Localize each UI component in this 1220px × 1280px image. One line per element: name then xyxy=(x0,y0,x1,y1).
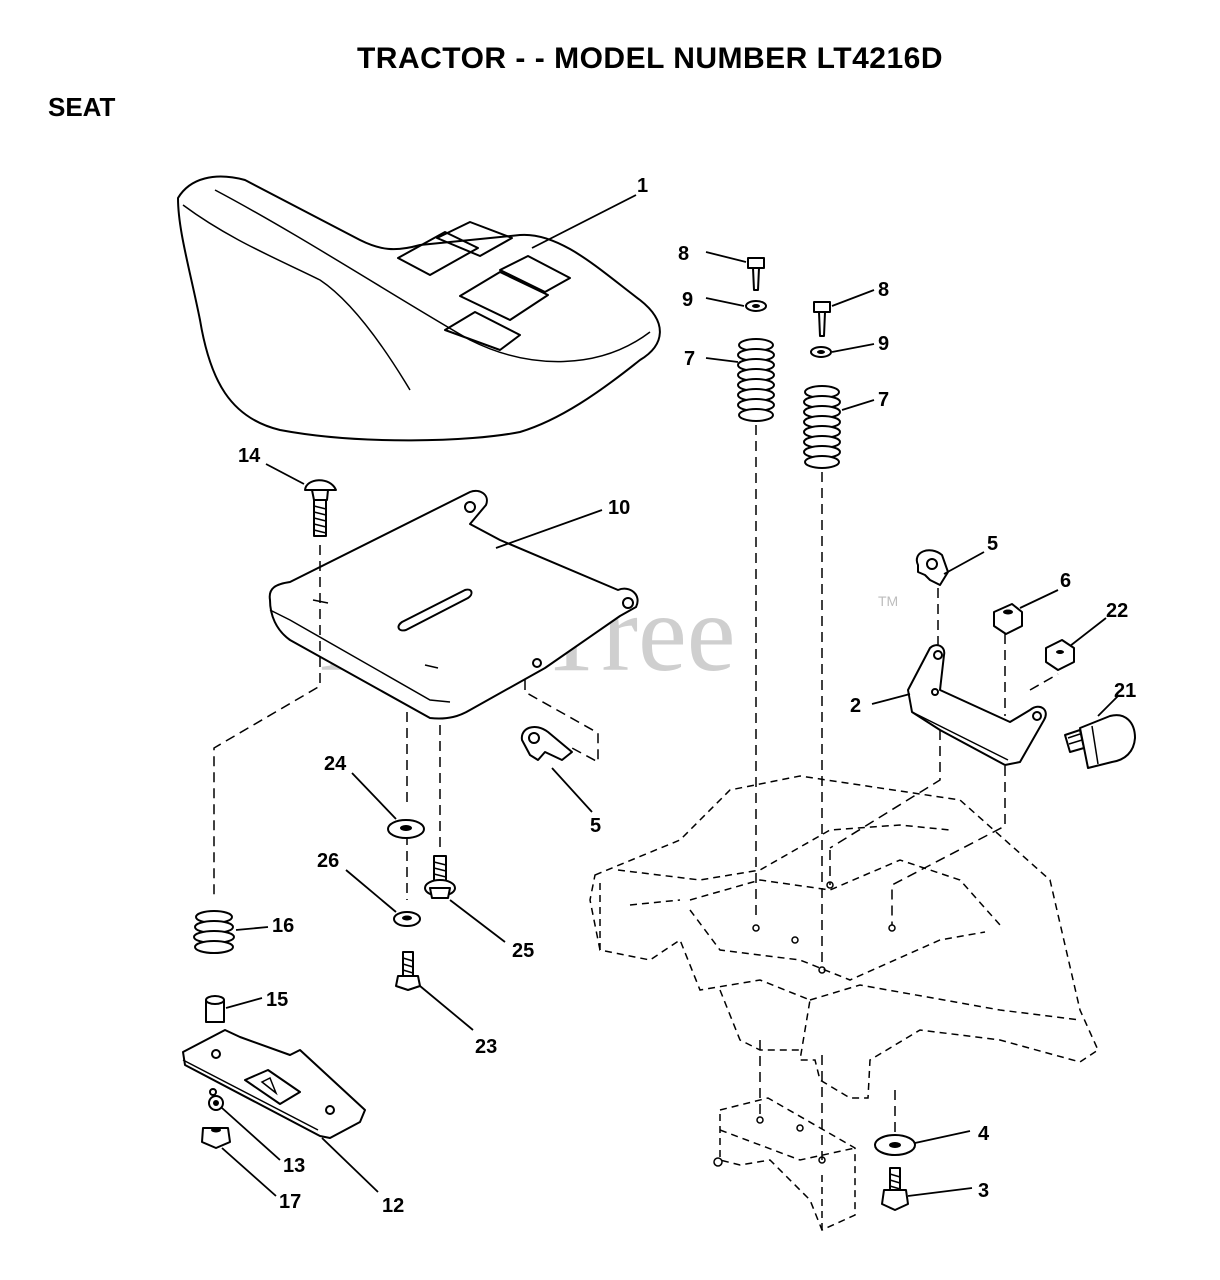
part-adjuster-plate-12[interactable] xyxy=(182,1029,366,1139)
callout-10[interactable]: 10 xyxy=(608,497,630,519)
part-spring-7-left[interactable] xyxy=(737,338,775,422)
part-washer-4[interactable] xyxy=(874,1134,916,1156)
part-lock-washer-26[interactable] xyxy=(393,911,421,927)
part-nut-22[interactable] xyxy=(1045,639,1075,671)
diagram-title: TRACTOR - - MODEL NUMBER LT4216D xyxy=(356,42,944,75)
callout-8-right[interactable]: 8 xyxy=(878,279,889,301)
part-washer-9-left[interactable] xyxy=(745,300,767,312)
part-shoulder-bolt-21[interactable] xyxy=(1064,714,1136,769)
part-spring-16[interactable] xyxy=(193,910,235,954)
callout-25[interactable]: 25 xyxy=(512,940,534,962)
part-clip-right[interactable] xyxy=(915,549,949,586)
part-seat[interactable] xyxy=(177,175,661,442)
callout-24[interactable]: 24 xyxy=(324,753,347,775)
section-label: SEAT xyxy=(48,92,116,122)
callout-17[interactable]: 17 xyxy=(279,1191,301,1213)
callout-12[interactable]: 12 xyxy=(382,1195,404,1217)
callout-8-left[interactable]: 8 xyxy=(678,243,689,265)
callout-4[interactable]: 4 xyxy=(978,1123,990,1145)
callout-7-right[interactable]: 7 xyxy=(878,389,889,411)
callout-22[interactable]: 22 xyxy=(1106,600,1128,622)
tractor-body-outline xyxy=(589,775,1099,1232)
part-bolt-8-left[interactable] xyxy=(747,257,765,291)
part-washer-24[interactable] xyxy=(387,819,425,839)
part-nut-6[interactable] xyxy=(993,603,1023,635)
callout-13[interactable]: 13 xyxy=(283,1155,305,1177)
callout-14[interactable]: 14 xyxy=(238,445,261,467)
callout-5-left[interactable]: 5 xyxy=(590,815,601,837)
part-pivot-bracket-2[interactable] xyxy=(907,644,1047,766)
part-bolt-8-right[interactable] xyxy=(813,301,831,337)
watermark-trademark: TM xyxy=(878,593,898,609)
callout-23[interactable]: 23 xyxy=(475,1036,497,1058)
part-nut-17[interactable] xyxy=(201,1127,231,1149)
callout-6[interactable]: 6 xyxy=(1060,570,1071,592)
part-shoulder-bolt-25[interactable] xyxy=(424,855,456,899)
callout-1[interactable]: 1 xyxy=(637,175,648,197)
callout-9-left[interactable]: 9 xyxy=(682,289,693,311)
callout-7-left[interactable]: 7 xyxy=(684,348,695,370)
part-bolt-13[interactable] xyxy=(208,1095,224,1111)
callout-16[interactable]: 16 xyxy=(272,915,294,937)
part-carriage-bolt[interactable] xyxy=(304,479,337,537)
part-spring-7-right[interactable] xyxy=(803,385,841,469)
callout-2[interactable]: 2 xyxy=(850,695,861,717)
callout-26[interactable]: 26 xyxy=(317,850,339,872)
part-hex-bolt-3[interactable] xyxy=(881,1167,909,1211)
callout-9-right[interactable]: 9 xyxy=(878,333,889,355)
callout-15[interactable]: 15 xyxy=(266,989,288,1011)
callout-5-right[interactable]: 5 xyxy=(987,533,998,555)
part-hex-bolt-23[interactable] xyxy=(395,951,421,991)
callout-21[interactable]: 21 xyxy=(1114,680,1136,702)
part-washer-9-right[interactable] xyxy=(810,346,832,358)
part-spacer-15[interactable] xyxy=(205,995,225,1023)
part-clip-left[interactable] xyxy=(520,725,573,761)
callout-3[interactable]: 3 xyxy=(978,1180,989,1202)
